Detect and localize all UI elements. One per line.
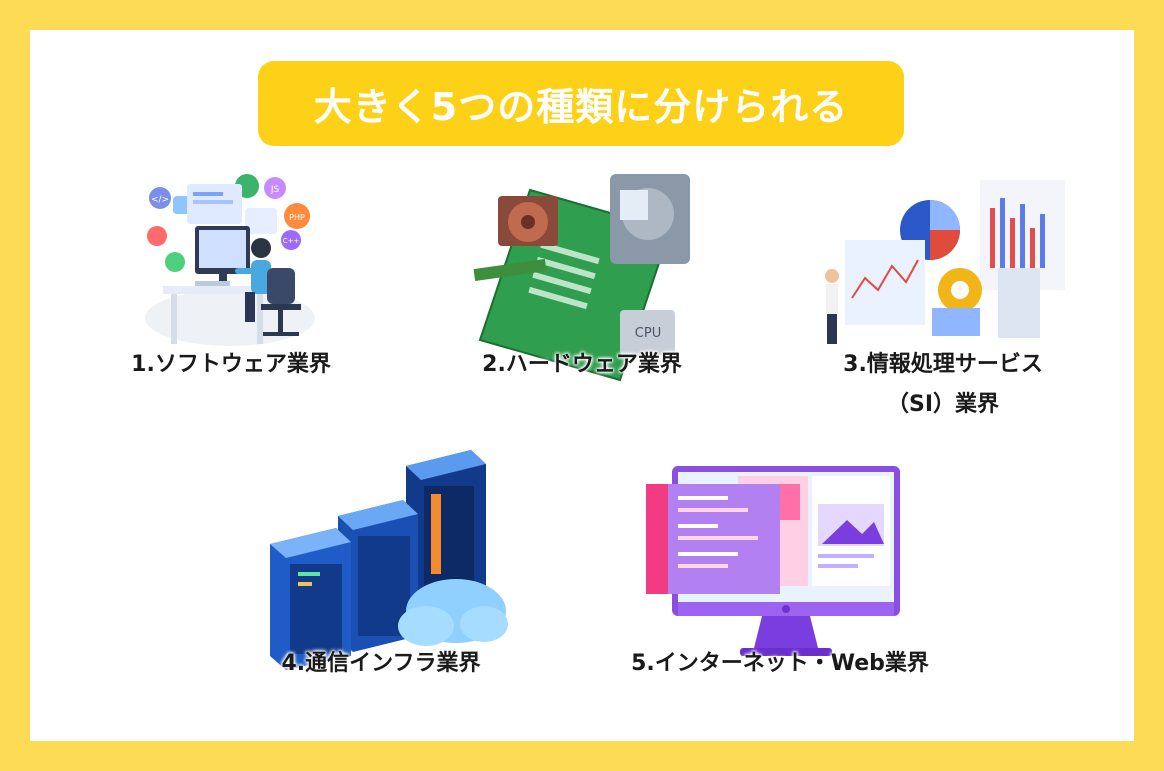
server-cloud-illustration [270, 450, 508, 670]
category-label-si-line1: 3.情報処理サービス [843, 352, 1043, 377]
content-card [30, 30, 1134, 741]
title-banner: 大きく5つの種類に分けられる [258, 61, 904, 146]
category-label-web: 5.インターネット・Web業界 [631, 651, 929, 676]
js-text: JS [270, 185, 280, 195]
category-label-telecom: 4.通信インフラ業界 [281, 651, 481, 676]
category-label-software: 1.ソフトウェア業界 [131, 352, 331, 377]
software-developer-illustration: </> JS PHP C++ [145, 174, 315, 346]
category-label-si-line2: （SI）業界 [886, 392, 1000, 417]
php-text: PHP [289, 213, 305, 222]
cpu-text: CPU [635, 326, 661, 341]
data-analytics-illustration [825, 180, 1065, 344]
page-title: 大きく5つの種類に分けられる [313, 85, 849, 129]
computer-hardware-illustration: CPU [473, 174, 690, 382]
web-monitor-illustration [646, 466, 900, 656]
cpp-text: C++ [283, 237, 300, 245]
category-label-hardware: 2.ハードウェア業界 [482, 352, 682, 377]
code-tag-text: </> [151, 195, 169, 205]
